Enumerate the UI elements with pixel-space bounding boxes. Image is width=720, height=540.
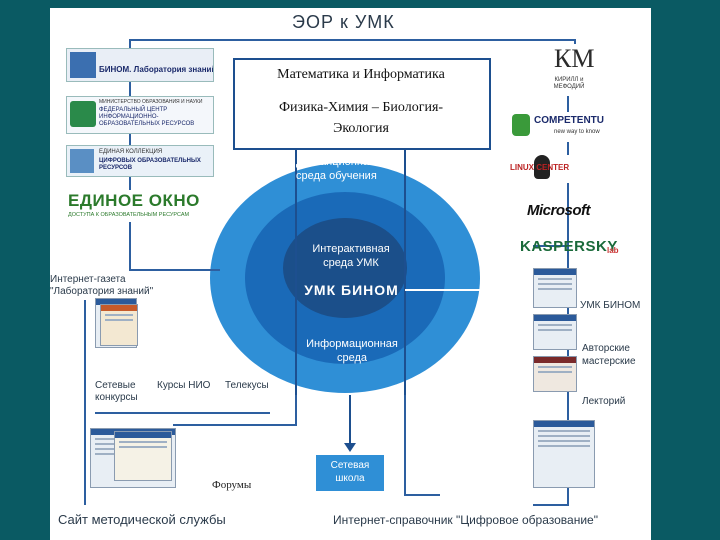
subjects-box	[233, 58, 491, 150]
bottom-right-line	[404, 395, 440, 496]
umk-binom-right-label: УМК БИНОМ	[580, 300, 641, 311]
lektoriy-label: Лекторий	[582, 396, 626, 407]
fcior-text: ФЕДЕРАЛЬНЫЙ ЦЕНТР ИНФОРМАЦИОННО-ОБРАЗОВА…	[99, 107, 195, 127]
binom-icon	[70, 52, 96, 78]
setevye-konkursy-label: Сетевые конкурсы	[95, 380, 138, 403]
forum-screenshot-2	[114, 431, 172, 481]
logo-kirill-mefodiy: КМ КИРИЛЛ и МЕФОДИЙ	[542, 44, 596, 96]
kollektsiya-icon	[70, 149, 94, 173]
right-bus	[533, 95, 569, 506]
km-icon: КМ	[554, 44, 595, 73]
bottom-left-line	[173, 395, 297, 426]
center-label: УМК БИНОМ	[304, 282, 399, 298]
gazeta-screenshot-2	[100, 304, 138, 346]
logo-fcior: МИНИСТЕРСТВО ОБРАЗОВАНИЯ И НАУКИ ФЕДЕРАЛ…	[66, 96, 214, 134]
competentum-text: COMPETENTUM	[534, 115, 604, 126]
right-screenshot-1	[533, 268, 577, 308]
binom-logo-text: БИНОМ. Лаборатория знаний	[99, 65, 214, 74]
subjects-line-2: Физика-Химия – Биология-	[278, 100, 444, 115]
diagram-title: ЭОР к УМК	[292, 12, 395, 32]
arrow-head	[344, 443, 356, 452]
fcior-small-text: МИНИСТЕРСТВО ОБРАЗОВАНИЯ И НАУКИ	[99, 99, 203, 105]
logo-edinaya-kollektsiya: ЕДИНАЯ КОЛЛЕКЦИЯ ЦИФРОВЫХ ОБРАЗОВАТЕЛЬНЫ…	[66, 145, 214, 177]
spravochnik-label: Интернет-справочник "Цифровое образовани…	[333, 513, 598, 527]
outer-circle-label: Дистанционная среда обучения	[296, 156, 377, 182]
kollektsiya-small-text: ЕДИНАЯ КОЛЛЕКЦИЯ	[99, 149, 163, 155]
linux-text: LINUX CENTER	[510, 163, 570, 172]
right-screenshot-3	[533, 356, 577, 392]
kaspersky-logo: KASPERSKY	[520, 238, 618, 255]
forumy-label: Форумы	[212, 479, 252, 491]
setevaya-shkola-label: Сетевая школа	[330, 460, 370, 484]
logo-competentum: COMPETENTUM new way to know	[512, 112, 604, 142]
kaspersky-lab: lab	[607, 246, 619, 255]
kursy-nio-label: Курсы НИО	[157, 380, 211, 391]
subjects-line-3: Экология	[333, 121, 389, 136]
sait-label: Сайт методической службы	[58, 512, 226, 527]
left-gazeta-line	[129, 242, 220, 271]
competentum-sub: new way to know	[554, 129, 600, 135]
logo-edinoe-okno: ЕДИНОЕ ОКНО ДОСТУПА К ОБРАЗОВАТЕЛЬНЫМ РЕ…	[66, 190, 212, 222]
logo-linux-center: LINUX CENTER	[510, 155, 576, 183]
km-text: КИРИЛЛ и МЕФОДИЙ	[553, 77, 585, 90]
gazeta-label: Интернет-газета "Лаборатория знаний"	[50, 274, 154, 297]
fcior-icon	[70, 101, 96, 127]
inner-bottom-label: Информационная среда	[306, 338, 398, 364]
telekusy-label: Телекусы	[225, 380, 269, 391]
logo-binom: БИНОМ. Лаборатория знаний	[66, 48, 214, 82]
subjects-line-1: Математика и Информатика	[277, 67, 445, 82]
right-screenshot-4	[533, 420, 595, 488]
middle-circle-label: Интерактивная среда УМК	[312, 243, 390, 269]
circle-inner	[283, 218, 407, 318]
kollektsiya-text: ЦИФРОВЫХ ОБРАЗОВАТЕЛЬНЫХ РЕСУРСОВ	[99, 158, 201, 171]
setevaya-shkola-box	[316, 455, 384, 491]
competentum-icon	[512, 114, 530, 136]
right-screenshot-2	[533, 314, 577, 350]
microsoft-logo: Microsoft	[527, 202, 591, 219]
edinoe-okno-sub: ДОСТУПА К ОБРАЗОВАТЕЛЬНЫМ РЕСУРСАМ	[68, 212, 190, 218]
penguin-icon	[534, 155, 550, 179]
edinoe-okno-text: ЕДИНОЕ ОКНО	[68, 191, 200, 210]
avtorskie-label: Авторские мастерские	[582, 343, 636, 367]
